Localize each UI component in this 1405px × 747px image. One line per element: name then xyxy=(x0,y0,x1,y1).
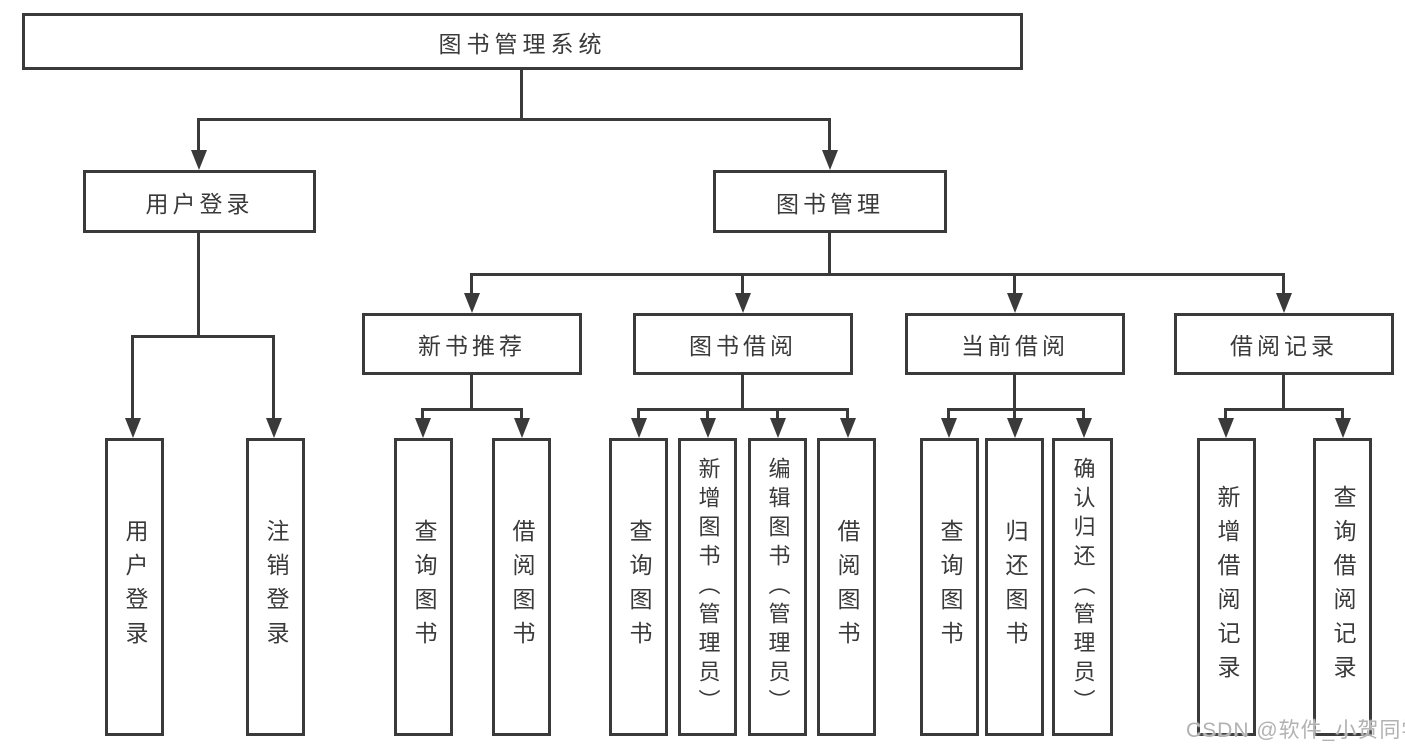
connector-line xyxy=(272,335,275,422)
connector-line xyxy=(470,273,1285,276)
connector-line xyxy=(1341,408,1344,420)
leaf-edit-book-admin: 编辑图书（管理员） xyxy=(748,438,807,736)
leaf-logout: 注销登录 xyxy=(246,438,305,736)
arrowhead xyxy=(840,418,856,438)
connector-line xyxy=(846,408,849,420)
leaf-add-book-admin: 新增图书（管理员） xyxy=(678,438,737,736)
node-label: 查询图书 xyxy=(411,519,437,655)
connector-line xyxy=(776,408,779,420)
arrowhead xyxy=(125,418,141,438)
leaf-query-borrow-record: 查询借阅记录 xyxy=(1313,438,1372,736)
arrowhead xyxy=(266,418,282,438)
connector-line xyxy=(741,273,744,297)
connector-line xyxy=(421,408,523,411)
node-book-borrowing: 图书借阅 xyxy=(633,313,853,375)
connector-line xyxy=(1013,273,1016,297)
leaf-query-books-recommend: 查询图书 xyxy=(394,438,453,736)
arrowhead xyxy=(700,418,716,438)
node-label: 归还图书 xyxy=(1002,519,1028,655)
connector-line xyxy=(637,408,849,411)
arrowhead xyxy=(770,418,786,438)
node-label: 编辑图书（管理员） xyxy=(765,456,791,718)
node-label: 当前借阅 xyxy=(961,333,1069,359)
arrowhead xyxy=(941,418,957,438)
connector-line xyxy=(1013,408,1016,420)
arrowhead xyxy=(1335,418,1351,438)
connector-line xyxy=(520,408,523,420)
node-label: 查询图书 xyxy=(626,519,652,655)
arrowhead xyxy=(191,150,207,170)
arrowhead xyxy=(1218,418,1234,438)
connector-line xyxy=(131,335,134,422)
connector-line xyxy=(470,374,473,410)
node-label: 确认归还（管理员） xyxy=(1070,456,1096,718)
node-label: 借阅图书 xyxy=(834,519,860,655)
connector-line xyxy=(828,233,831,276)
arrowhead xyxy=(735,293,751,313)
node-label: 查询图书 xyxy=(937,519,963,655)
arrowhead xyxy=(1007,418,1023,438)
connector-line xyxy=(197,118,200,154)
node-label: 图书管理系统 xyxy=(438,30,607,57)
arrowhead xyxy=(822,150,838,170)
node-label: 用户登录 xyxy=(122,519,148,655)
node-label: 新增图书（管理员） xyxy=(695,456,721,718)
connector-line xyxy=(470,273,473,297)
node-new-book-recommend: 新书推荐 xyxy=(362,313,582,375)
node-label: 借阅记录 xyxy=(1230,333,1338,359)
node-current-borrowing: 当前借阅 xyxy=(905,313,1125,375)
node-label: 图书管理 xyxy=(776,190,884,217)
node-label: 用户登录 xyxy=(145,190,254,217)
connector-line xyxy=(741,374,744,410)
connector-line xyxy=(1013,374,1016,410)
connector-line xyxy=(947,408,950,420)
connector-line xyxy=(1224,408,1227,420)
arrowhead xyxy=(415,418,431,438)
node-label: 新增借阅记录 xyxy=(1214,485,1240,689)
connector-line xyxy=(1224,408,1344,411)
arrowhead xyxy=(631,418,647,438)
node-borrowing-records: 借阅记录 xyxy=(1174,313,1394,375)
arrowhead xyxy=(464,293,480,313)
connector-line xyxy=(131,335,275,338)
leaf-query-books-borrowing: 查询图书 xyxy=(609,438,668,736)
leaf-query-books-current: 查询图书 xyxy=(920,438,979,736)
node-label: 新书推荐 xyxy=(418,333,526,359)
connector-line xyxy=(637,408,640,420)
leaf-return-book: 归还图书 xyxy=(985,438,1044,736)
connector-line xyxy=(1282,374,1285,410)
connector-line xyxy=(1282,273,1285,297)
arrowhead xyxy=(1007,293,1023,313)
node-label: 借阅图书 xyxy=(509,519,535,655)
node-label: 查询借阅记录 xyxy=(1330,485,1356,689)
node-root-library-system: 图书管理系统 xyxy=(22,13,1023,70)
connector-line xyxy=(197,233,200,338)
node-book-management: 图书管理 xyxy=(713,170,947,233)
csdn-watermark: CSDN @软件_小贺同学 xyxy=(1186,719,1405,742)
leaf-confirm-return-admin: 确认归还（管理员） xyxy=(1052,438,1113,736)
node-label: 注销登录 xyxy=(263,519,289,655)
connector-line xyxy=(1082,408,1085,420)
connector-line xyxy=(421,408,424,420)
arrowhead xyxy=(1276,293,1292,313)
leaf-add-borrow-record: 新增借阅记录 xyxy=(1197,438,1256,736)
connector-line xyxy=(197,118,831,121)
node-label: 图书借阅 xyxy=(689,333,797,359)
connector-line xyxy=(947,408,1085,411)
leaf-user-login: 用户登录 xyxy=(105,438,164,736)
leaf-borrow-books: 借阅图书 xyxy=(817,438,876,736)
leaf-borrow-books-recommend: 借阅图书 xyxy=(492,438,551,736)
connector-line xyxy=(706,408,709,420)
node-user-login: 用户登录 xyxy=(83,170,316,233)
arrowhead xyxy=(1076,418,1092,438)
connector-line xyxy=(520,69,523,121)
arrowhead xyxy=(514,418,530,438)
connector-line xyxy=(828,118,831,154)
